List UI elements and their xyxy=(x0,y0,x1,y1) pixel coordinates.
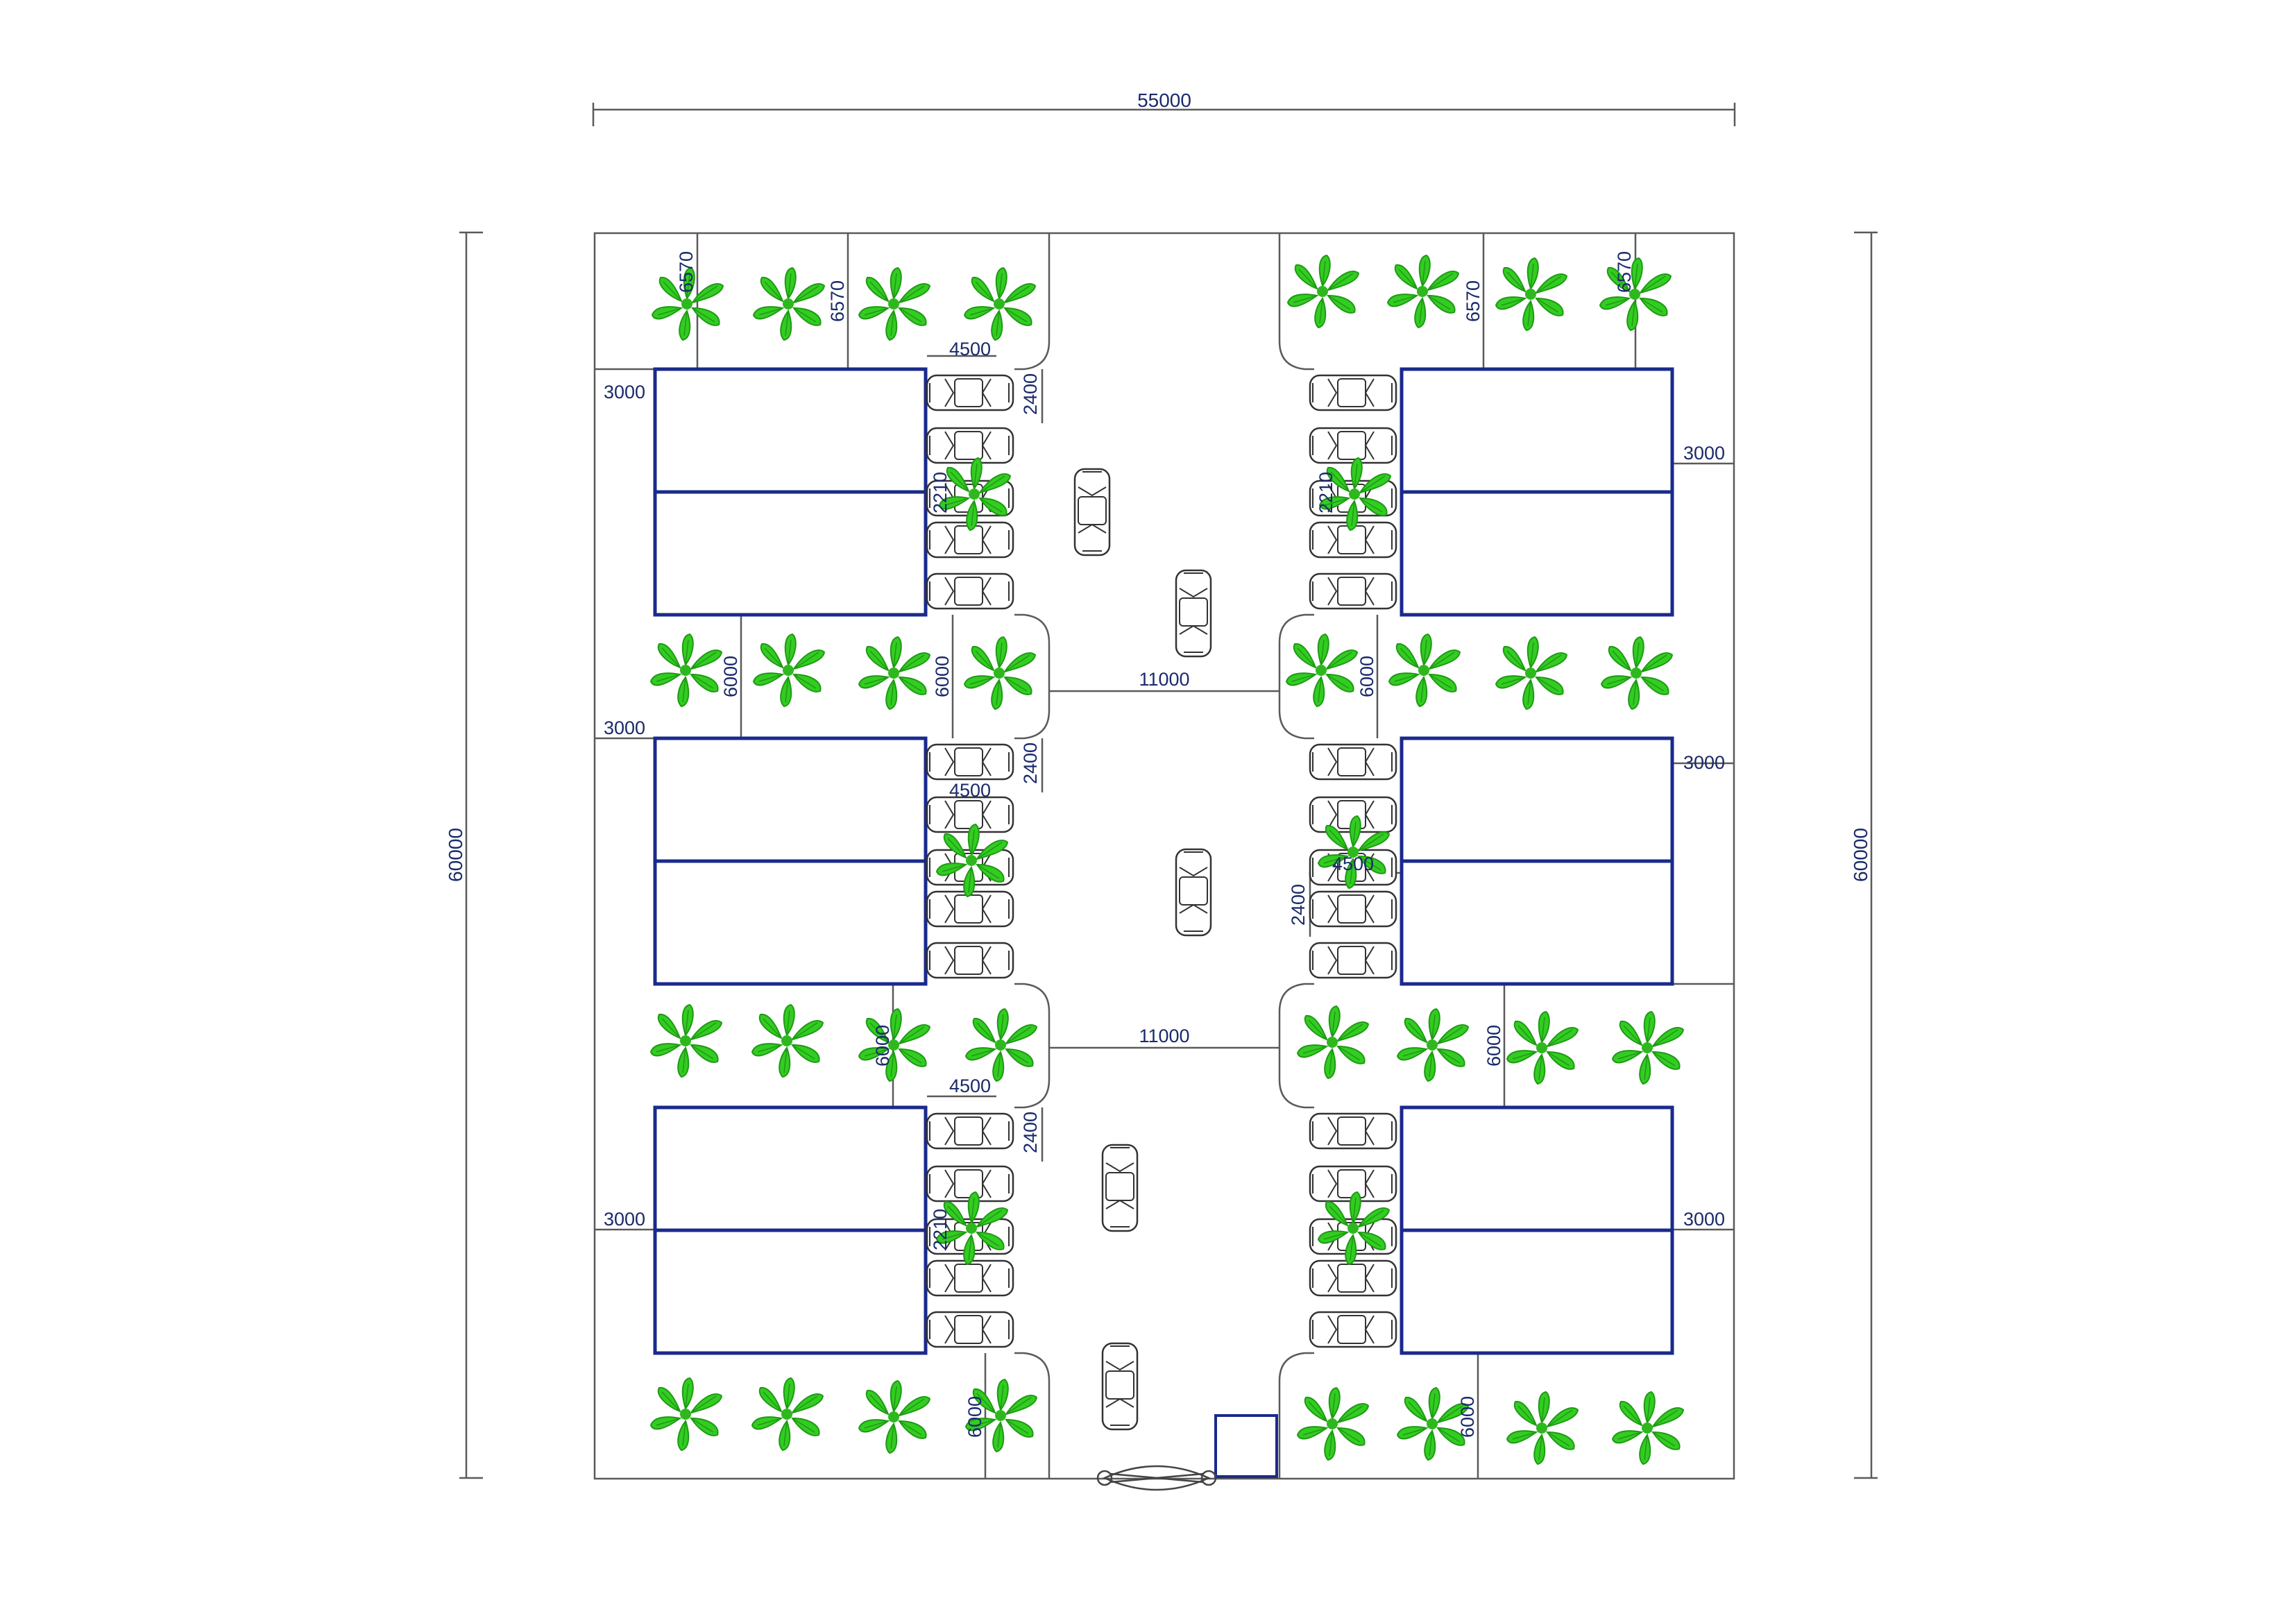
garden-label: 6000 xyxy=(720,656,741,697)
car-icon xyxy=(926,796,1014,833)
road-width-upper-label: 11000 xyxy=(1139,669,1189,690)
garden-label: 6000 xyxy=(1357,656,1377,697)
palm-tree-icon xyxy=(1506,1011,1579,1085)
palm-tree-icon xyxy=(858,1380,930,1454)
car-icon xyxy=(926,1259,1014,1297)
palm-tree-icon xyxy=(858,636,930,710)
parking-depth-label: 4500 xyxy=(949,780,991,801)
guard-post-icon xyxy=(1214,1414,1278,1478)
dimension-labels: 11000 11000 3000 3000 3000 3000 3000 300… xyxy=(604,251,1725,1438)
palm-tree-icon xyxy=(964,267,1036,341)
setback-right-label: 3000 xyxy=(1683,1209,1725,1230)
palm-tree-icon xyxy=(650,1377,722,1451)
overall-height-left-label: 60000 xyxy=(445,828,466,882)
car-icon xyxy=(1175,569,1212,658)
site-lines xyxy=(593,232,1735,1480)
car-icon xyxy=(926,743,1014,781)
car-icon xyxy=(1309,942,1397,979)
setback-left-label: 3000 xyxy=(604,382,645,402)
palm-tree-icon xyxy=(1601,636,1673,710)
palm-tree-icon xyxy=(965,1008,1037,1082)
car-icon xyxy=(1309,1259,1397,1297)
road-width-lower-label: 11000 xyxy=(1139,1026,1189,1046)
car-icon xyxy=(1101,1342,1139,1431)
car-icon xyxy=(926,1311,1014,1348)
car-icon xyxy=(926,890,1014,928)
car-icon xyxy=(1309,890,1397,928)
garden-label: 6000 xyxy=(964,1396,985,1438)
parking-inner-label: 2210 xyxy=(930,1209,951,1250)
car-icon xyxy=(1309,374,1397,411)
palm-tree-icon xyxy=(1297,1005,1369,1079)
car-icon xyxy=(1309,1112,1397,1150)
overall-height-right-label: 60000 xyxy=(1850,828,1871,882)
car-icon xyxy=(1309,572,1397,610)
site-boundary xyxy=(593,232,1735,1480)
palm-tree-icon xyxy=(753,267,825,341)
car-icon xyxy=(1073,468,1111,556)
garden-label: 6000 xyxy=(932,656,953,697)
setback-right-label: 3000 xyxy=(1683,752,1725,773)
parking-width-label: 2400 xyxy=(1020,1112,1041,1153)
garden-label: 6000 xyxy=(872,1025,893,1067)
overall-width-label: 55000 xyxy=(1137,90,1191,111)
front-garden-label: 6570 xyxy=(676,251,697,293)
car-icon xyxy=(1101,1144,1139,1232)
palm-tree-icon xyxy=(751,1004,824,1078)
car-icon xyxy=(926,427,1014,464)
setback-left-label: 3000 xyxy=(604,717,645,738)
palm-tree-icon xyxy=(1286,634,1358,707)
front-garden-label: 6570 xyxy=(1614,251,1635,293)
car-icon xyxy=(926,1112,1014,1150)
palm-tree-icon xyxy=(1612,1391,1684,1465)
road-edge-left xyxy=(1014,233,1051,1479)
setback-right-label: 3000 xyxy=(1683,443,1725,464)
palm-tree-icon xyxy=(1297,1387,1369,1461)
palm-tree-icon xyxy=(1495,257,1567,331)
front-garden-label: 6570 xyxy=(1463,280,1483,322)
palm-tree-icon xyxy=(1506,1391,1579,1465)
garden-label: 6000 xyxy=(1457,1396,1478,1438)
palm-tree-icon xyxy=(858,1008,930,1082)
parking-inner-label: 2210 xyxy=(1316,472,1336,513)
front-garden-label: 6570 xyxy=(827,280,848,322)
overall-dimensions xyxy=(459,103,1878,1479)
palm-tree-icon xyxy=(1387,255,1459,328)
parking-depth-label: 4500 xyxy=(949,1076,991,1096)
road-cars xyxy=(1073,468,1212,1431)
car-icon xyxy=(1309,427,1397,464)
car-icon xyxy=(1309,743,1397,781)
garden-label: 6000 xyxy=(1483,1025,1504,1067)
palm-tree-icon xyxy=(751,1377,824,1451)
palm-tree-icon xyxy=(1397,1008,1469,1082)
car-icon xyxy=(926,942,1014,979)
parking-depth-label: 4500 xyxy=(1332,853,1374,874)
palm-tree-icon xyxy=(964,636,1036,710)
car-icon xyxy=(926,374,1014,411)
palm-tree-icon xyxy=(753,634,825,707)
gate-icon xyxy=(1096,1465,1217,1491)
parking-width-label: 2400 xyxy=(1020,373,1041,415)
road-edge-right xyxy=(1278,233,1314,1479)
parking-width-label: 2400 xyxy=(1020,742,1041,784)
parking-depth-label: 4500 xyxy=(949,339,991,359)
palm-tree-icon xyxy=(1287,255,1359,328)
car-icon xyxy=(1175,848,1212,937)
palm-tree-icon xyxy=(1599,257,1672,331)
palm-tree-icon xyxy=(1612,1011,1684,1085)
parking-inner-label: 2210 xyxy=(930,472,951,513)
car-icon xyxy=(1309,1311,1397,1348)
buildings xyxy=(653,367,1674,1478)
palm-tree-icon xyxy=(1388,634,1461,707)
parking-width-label: 2400 xyxy=(1288,884,1309,926)
palm-tree-icon xyxy=(650,1004,722,1078)
palm-tree-icon xyxy=(650,634,722,707)
palm-tree-icon xyxy=(858,267,930,341)
palm-tree-icon xyxy=(1495,636,1567,710)
setback-left-label: 3000 xyxy=(604,1209,645,1230)
car-icon xyxy=(926,572,1014,610)
